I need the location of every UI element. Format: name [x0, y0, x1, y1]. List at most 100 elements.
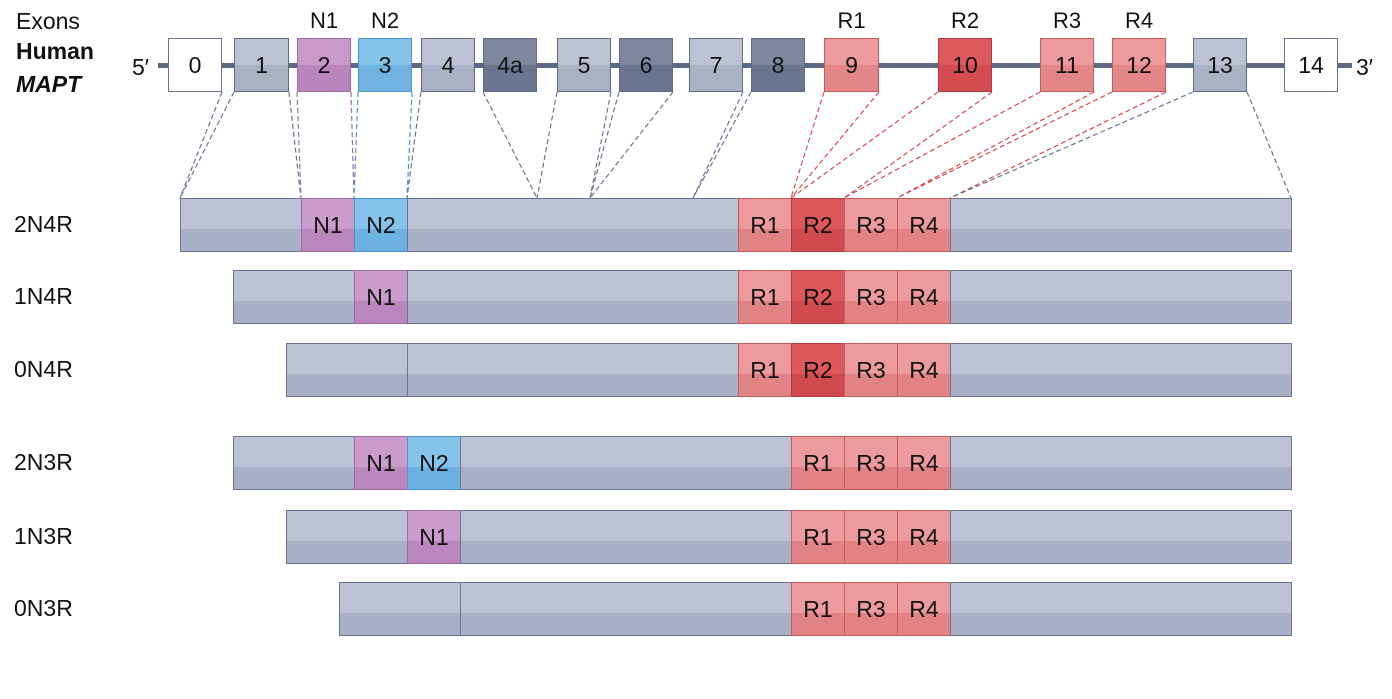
- exon-number: 7: [709, 51, 723, 78]
- exon-box: 13: [1193, 38, 1247, 92]
- segment-label: R3: [856, 595, 886, 622]
- isoform-segment: [460, 436, 792, 490]
- exon-region-label: R2: [950, 8, 980, 33]
- segment-label: R4: [909, 283, 939, 310]
- isoform-segment: N1: [354, 270, 408, 324]
- segment-label: R4: [909, 523, 939, 550]
- isoform-bar: R1 R3 R4: [339, 582, 1292, 636]
- isoform-segment: R3: [844, 343, 898, 397]
- connector-line: [589, 91, 612, 199]
- segment-label: R1: [750, 356, 780, 383]
- exon-number: 2: [317, 51, 331, 78]
- exon-number: 5: [577, 51, 591, 78]
- connector-line: [350, 91, 355, 199]
- isoform-segment: R1: [738, 198, 792, 252]
- connector-line: [353, 91, 359, 199]
- exon-number: 9: [845, 51, 858, 78]
- isoform-segment: R1: [738, 270, 792, 324]
- segment-label: R2: [803, 211, 833, 238]
- isoform-segment: R1: [738, 343, 792, 397]
- exon-region-label: R3: [1052, 8, 1082, 33]
- segment-label: R2: [803, 283, 833, 310]
- connector-line: [692, 91, 752, 199]
- isoform-bar: N1 R1 R3 R4: [286, 510, 1292, 564]
- isoform-segment: R3: [844, 510, 898, 564]
- isoform-segment: [180, 198, 302, 252]
- connector-line: [482, 91, 538, 199]
- isoform-segment: R4: [897, 510, 951, 564]
- exon-number: 1: [255, 51, 268, 78]
- exon-box: 9: [824, 38, 879, 92]
- exon-box: 6: [619, 38, 673, 92]
- connector-line: [843, 91, 993, 199]
- exons-label: Exons: [16, 8, 80, 34]
- human-label: Human: [16, 38, 94, 64]
- connector-line: [692, 91, 744, 199]
- segment-label: R4: [909, 449, 939, 476]
- isoform-segment: R4: [897, 582, 951, 636]
- exon-number: 13: [1207, 51, 1233, 78]
- exon-region-label: R4: [1124, 8, 1154, 33]
- isoform-segment: [407, 270, 739, 324]
- segment-label: R3: [856, 356, 886, 383]
- isoform-label: 2N4R: [14, 211, 73, 237]
- exon-box: 5: [557, 38, 611, 92]
- isoform-label: 0N4R: [14, 356, 73, 382]
- exon-box: 3: [358, 38, 412, 92]
- isoform-segment: R1: [791, 436, 845, 490]
- exon-box: 2: [297, 38, 351, 92]
- exon-number: 10: [952, 51, 978, 78]
- isoform-segment: N1: [407, 510, 461, 564]
- connector-line: [288, 91, 302, 199]
- isoform-segment: R2: [791, 343, 845, 397]
- segment-label: N1: [366, 283, 396, 310]
- exon-number: 0: [188, 51, 202, 78]
- exon-box: 0: [168, 38, 222, 92]
- segment-label: R1: [803, 523, 833, 550]
- exon-box: 7: [689, 38, 743, 92]
- segment-label: R3: [856, 523, 886, 550]
- segment-label: R2: [803, 356, 833, 383]
- isoform-segment: R2: [791, 270, 845, 324]
- connector-line: [949, 91, 1167, 199]
- segment-label: R3: [856, 211, 886, 238]
- connector-line: [843, 91, 1041, 199]
- isoform-segment: N2: [354, 198, 408, 252]
- isoform-label: 0N3R: [14, 595, 73, 621]
- exon-number: 14: [1298, 51, 1324, 78]
- isoform-segment: [286, 510, 408, 564]
- segment-label: N2: [419, 449, 449, 476]
- isoform-segment: R3: [844, 198, 898, 252]
- segment-label: N1: [419, 523, 449, 550]
- connector-line: [790, 91, 825, 199]
- isoform-segment: R3: [844, 436, 898, 490]
- exon-number: 11: [1055, 51, 1079, 78]
- exon-box: 12: [1112, 38, 1166, 92]
- segment-label: R3: [856, 449, 886, 476]
- isoform-label: 2N3R: [14, 449, 73, 475]
- exon-box: 4: [421, 38, 475, 92]
- segment-label: R1: [803, 595, 833, 622]
- exon-region-label: R1: [837, 8, 866, 33]
- segment-label: N1: [366, 449, 396, 476]
- segment-label: R1: [750, 283, 780, 310]
- segment-label: R4: [909, 356, 939, 383]
- segment-label: R4: [909, 595, 939, 622]
- isoform-segment: [460, 582, 792, 636]
- connector-line: [790, 91, 880, 199]
- isoform-segment: R4: [897, 343, 951, 397]
- isoform-segment: [460, 510, 792, 564]
- exon-number: 4a: [497, 51, 523, 78]
- isoform-segment: N1: [301, 198, 355, 252]
- connector-line: [536, 91, 558, 199]
- connector-line: [406, 91, 422, 199]
- isoform-label: 1N4R: [14, 283, 73, 309]
- isoform-bar: N1 N2 R1 R3 R4: [233, 436, 1292, 490]
- exon-region-label: N2: [370, 8, 400, 33]
- isoform-bar: R1 R2 R3 R4: [286, 343, 1292, 397]
- isoform-segment: [950, 510, 1292, 564]
